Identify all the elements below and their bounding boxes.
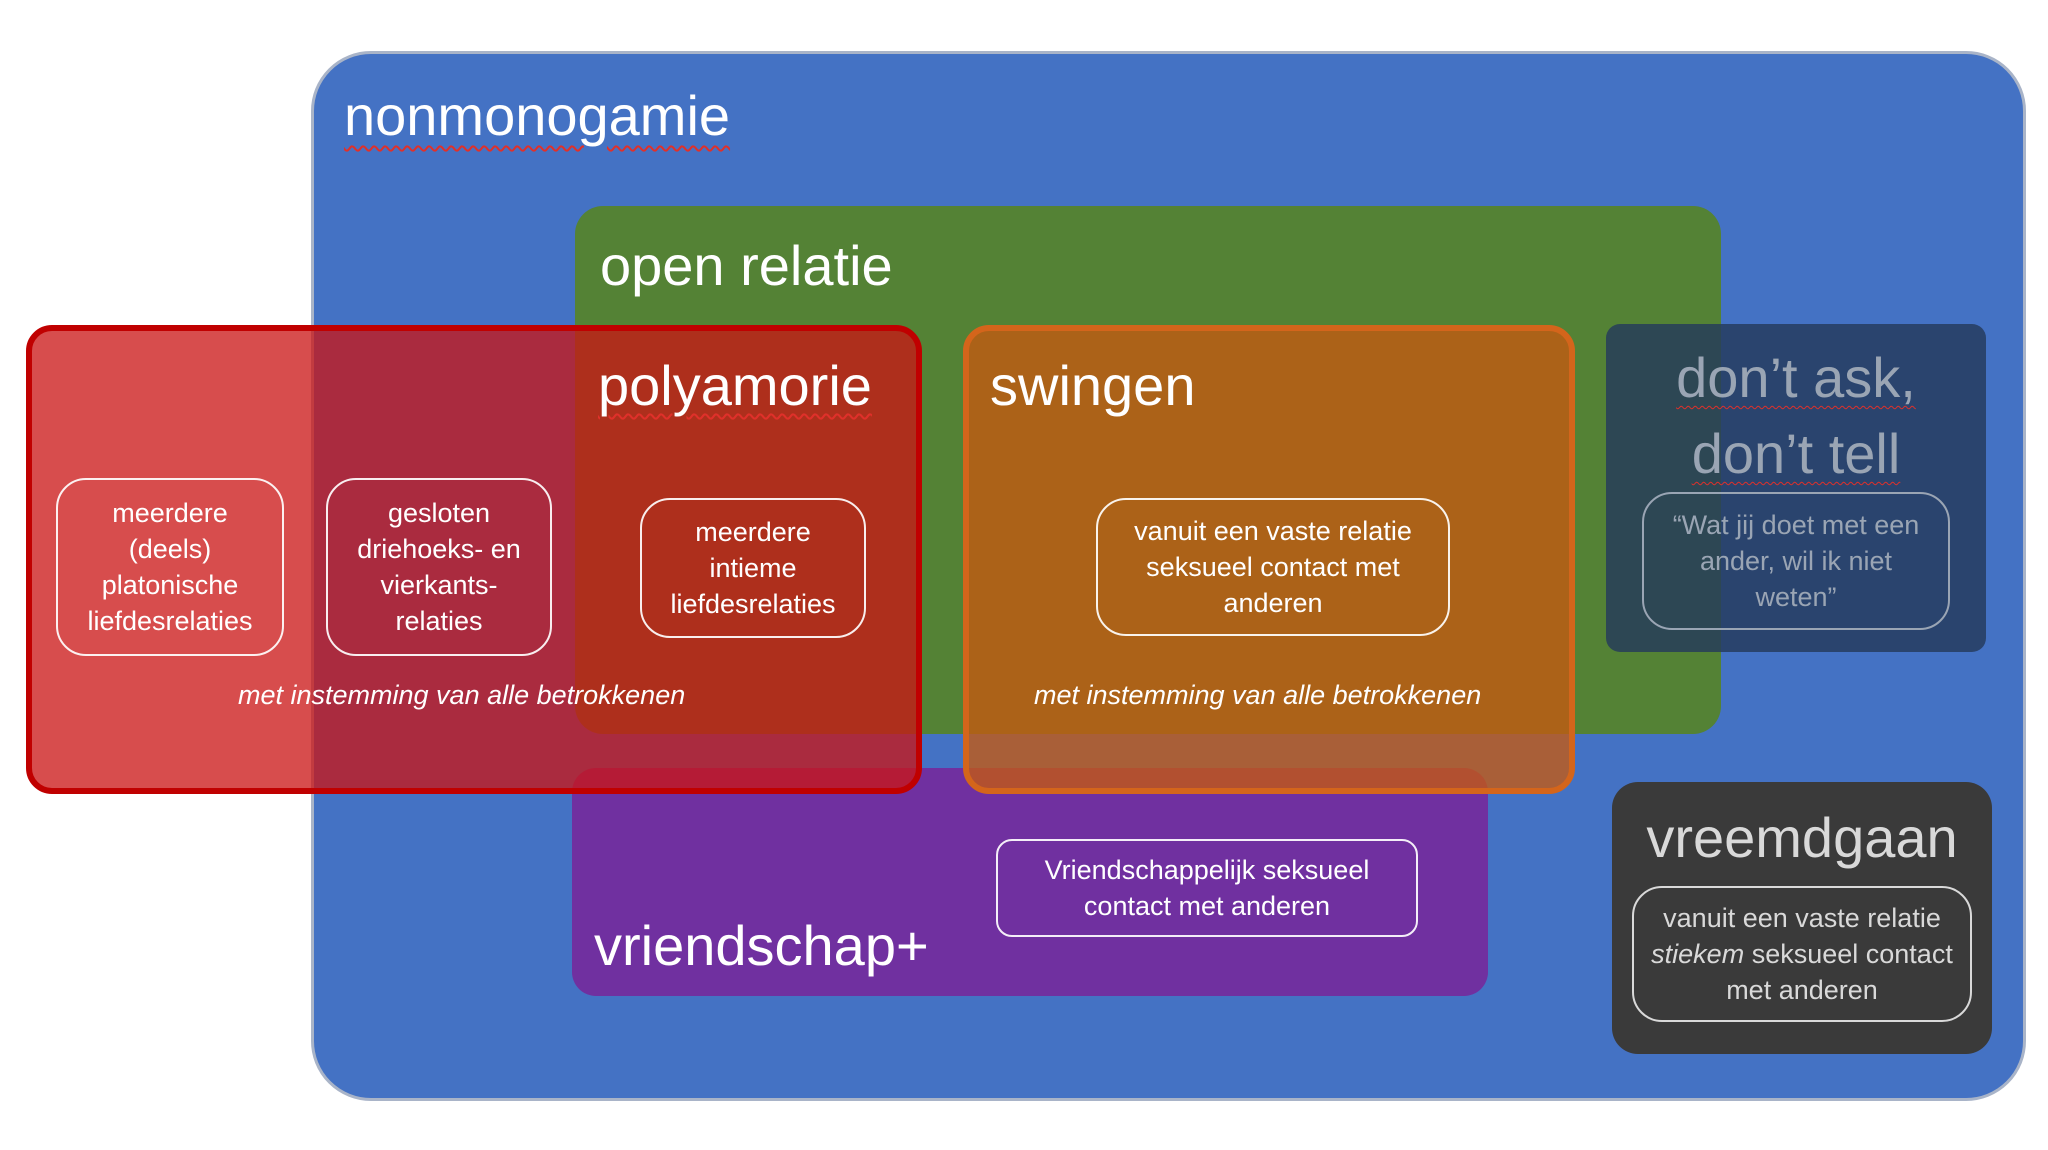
vriendschap-region xyxy=(572,768,1488,996)
dont-ask-region xyxy=(1606,324,1986,652)
polyamorie-title: polyamorie xyxy=(598,354,872,417)
dont-ask-title-line1: don’t ask, xyxy=(1676,346,1916,409)
polyamorie-box-gesloten: gesloten driehoeks- en vierkants-relatie… xyxy=(326,478,552,656)
vriendschap-title: vriendschap+ xyxy=(594,914,929,977)
vreemdgaan-region xyxy=(1612,782,1992,1054)
polyamorie-consent-note: met instemming van alle betrokkenen xyxy=(238,680,686,710)
vreemdgaan-title: vreemdgaan xyxy=(1646,806,1958,869)
dont-ask-title-line2: don’t tell xyxy=(1691,422,1901,485)
open-relatie-title: open relatie xyxy=(600,234,893,297)
polyamorie-box-intiem: meerdere intieme liefdesrelaties xyxy=(640,498,866,638)
vriendschap-description-box: Vriendschappelijk seksueel contact met a… xyxy=(996,839,1418,937)
dont-ask-quote-box: “Wat jij doet met een ander, wil ik niet… xyxy=(1642,492,1950,630)
swingen-description-box: vanuit een vaste relatie seksueel contac… xyxy=(1096,498,1450,636)
vreemdgaan-description-box: vanuit een vaste relatie stiekem seksuee… xyxy=(1632,886,1972,1022)
swingen-region xyxy=(963,325,1575,794)
vreemdgaan-box-text-after: seksueel contact met anderen xyxy=(1726,939,1953,1005)
swingen-title: swingen xyxy=(990,354,1196,417)
vreemdgaan-box-emphasis: stiekem xyxy=(1651,939,1745,969)
swingen-consent-note: met instemming van alle betrokkenen xyxy=(1034,680,1482,710)
nonmonogamie-title: nonmonogamie xyxy=(344,84,731,147)
polyamorie-region xyxy=(26,325,922,794)
polyamorie-box-platonisch: meerdere (deels) platonische liefdesrela… xyxy=(56,478,284,656)
vreemdgaan-box-text-before: vanuit een vaste relatie xyxy=(1663,903,1941,933)
